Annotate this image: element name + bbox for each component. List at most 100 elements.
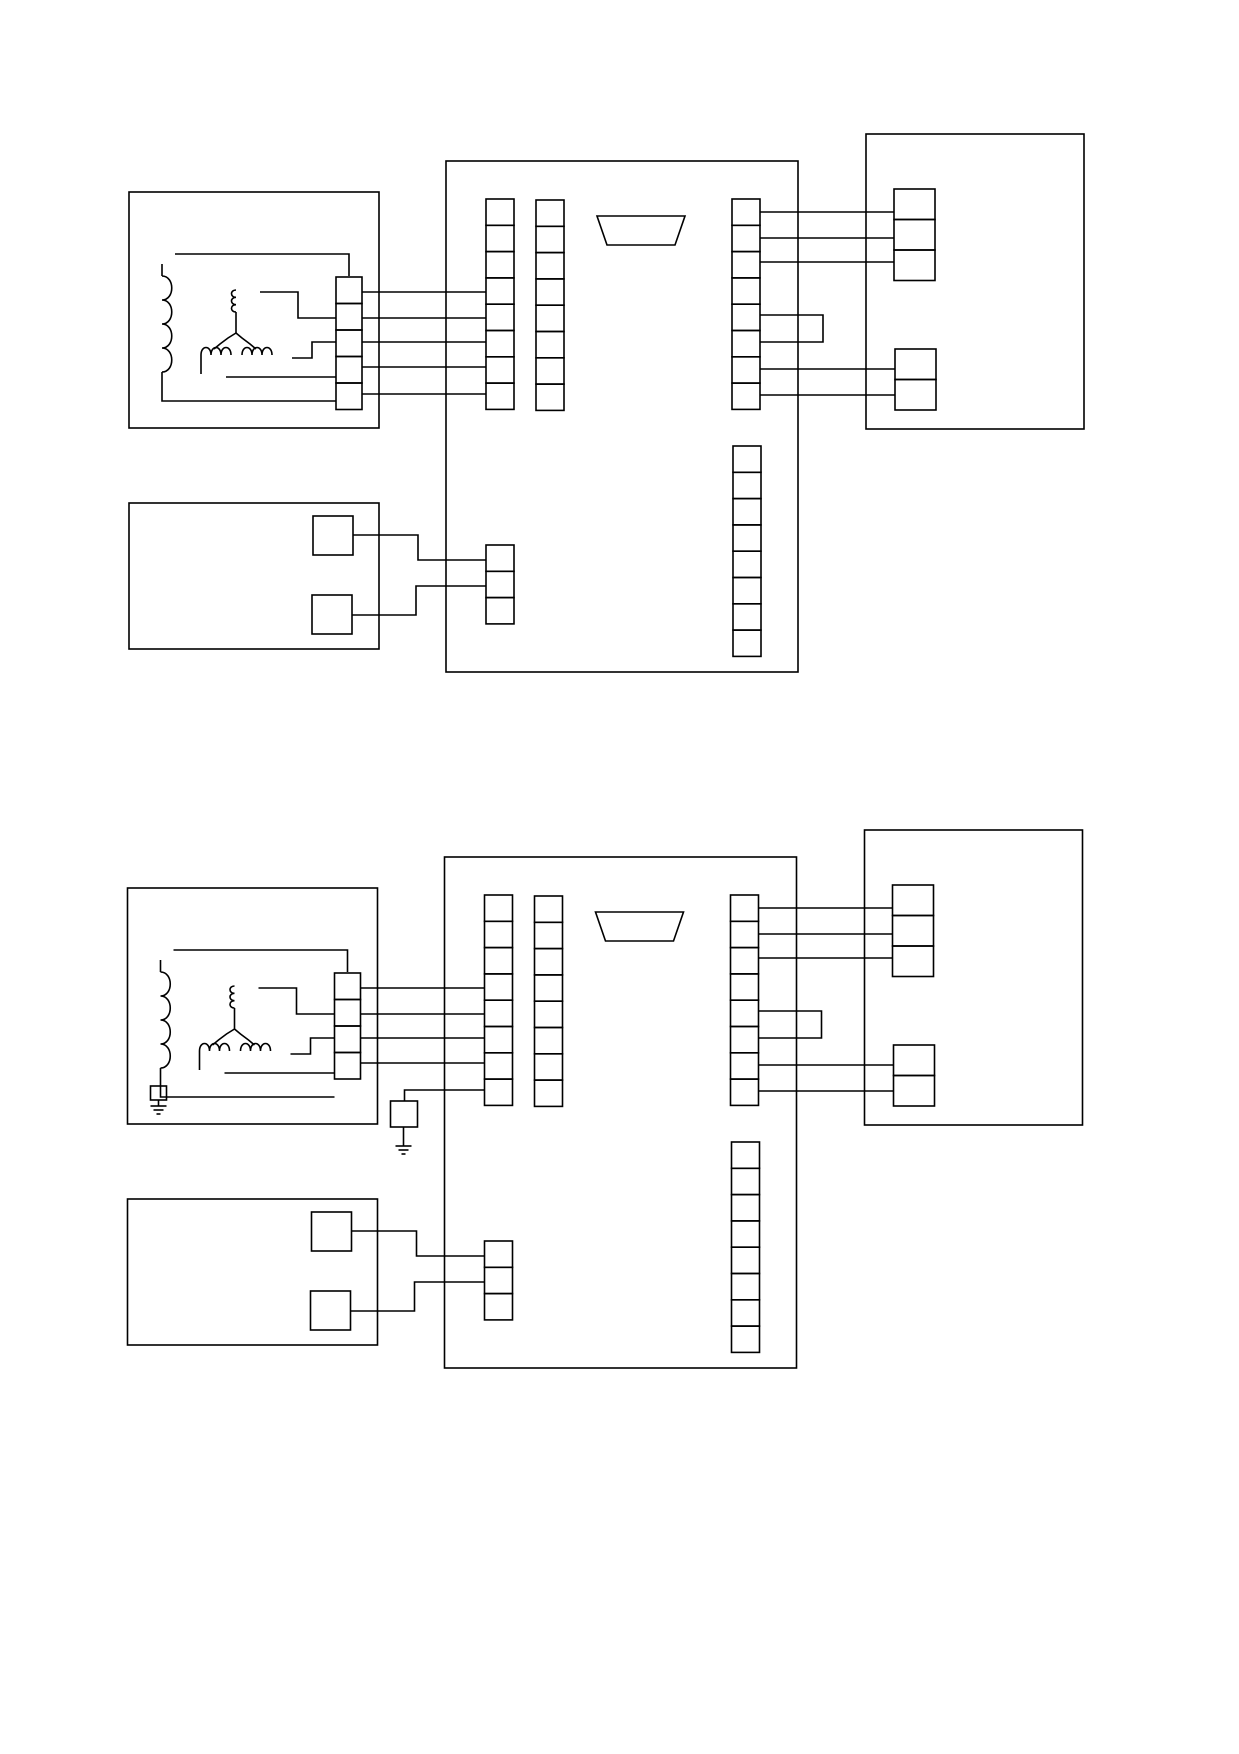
- motor-box: [128, 191, 380, 429]
- terminal-cell: [535, 199, 565, 228]
- motor-terminal-block: [333, 972, 362, 1080]
- terminal-cell: [485, 570, 515, 599]
- terminal-cell: [333, 1051, 362, 1080]
- terminal-cell: [729, 1025, 760, 1054]
- motor-field-coil: [160, 971, 172, 1069]
- terminal-cell: [731, 277, 761, 305]
- terminal-cell: [732, 524, 762, 553]
- motor-wire: [260, 291, 336, 319]
- motor-wire-top: [173, 949, 349, 972]
- terminal-cell: [894, 348, 937, 381]
- motor-wire: [161, 382, 336, 402]
- terminal-cell: [335, 382, 363, 411]
- terminal-cell: [335, 302, 363, 331]
- wiring-diagram-1: [128, 133, 1085, 673]
- terminal-cell: [485, 596, 515, 625]
- terminal-cell: [729, 920, 760, 949]
- terminal-cell: [533, 895, 564, 924]
- terminal-cell: [335, 276, 363, 305]
- terminal-cell: [893, 188, 936, 221]
- motor-star-branch: [233, 1028, 256, 1046]
- io-terminal-block-upper: [891, 884, 935, 978]
- terminal-cell: [732, 445, 762, 474]
- terminal-cell: [483, 1292, 514, 1321]
- io-terminal-block-lower: [894, 348, 937, 411]
- sensor-terminal: [311, 594, 353, 635]
- terminal-cell: [533, 1000, 564, 1029]
- terminal-cell: [731, 198, 761, 227]
- terminal-cell: [483, 973, 514, 1001]
- terminal-cell: [485, 355, 515, 384]
- terminal-cell: [483, 1078, 514, 1107]
- terminal-cell: [730, 1167, 761, 1196]
- terminal-cell: [333, 1025, 362, 1054]
- terminal-cell: [892, 1074, 936, 1107]
- jumper-wire: [760, 314, 824, 343]
- wiring-diagram-2: [126, 829, 1084, 1369]
- terminal-cell: [730, 1325, 761, 1354]
- d-sub-connector: [595, 215, 687, 246]
- controller-terminal-strip-a: [485, 198, 515, 411]
- motor-phase-coil-u: [230, 289, 237, 313]
- controller-box: [443, 856, 798, 1369]
- controller-ground-wire: [403, 1089, 485, 1101]
- motor-wire: [290, 1037, 335, 1055]
- terminal-cell: [483, 1266, 514, 1295]
- terminal-cell: [732, 497, 762, 526]
- sensor-wire: [352, 585, 486, 616]
- terminal-cell: [483, 999, 514, 1028]
- terminal-cell: [894, 378, 937, 411]
- motor-phase-coil-w: [200, 346, 232, 356]
- motor-wire: [159, 1078, 335, 1098]
- terminal-cell: [485, 277, 515, 305]
- terminal-cell: [485, 382, 515, 411]
- motor-phase-coil-v: [239, 1042, 272, 1052]
- terminal-cell: [483, 894, 514, 923]
- terminal-cell: [731, 329, 761, 358]
- io-box: [865, 133, 1085, 430]
- terminal-cell: [483, 946, 514, 975]
- terminal-cell: [535, 304, 565, 333]
- io-box: [863, 829, 1084, 1126]
- terminal-cell: [485, 544, 515, 573]
- terminal-cell: [730, 1298, 761, 1327]
- terminal-cell: [335, 355, 363, 384]
- terminal-cell: [485, 329, 515, 358]
- terminal-cell: [333, 972, 362, 1001]
- terminal-cell: [533, 921, 564, 950]
- io-terminal-block-lower: [892, 1044, 936, 1107]
- terminal-cell: [893, 249, 936, 282]
- terminal-cell: [892, 1044, 936, 1077]
- terminal-cell: [483, 1025, 514, 1054]
- controller-terminal-strip-e: [483, 1240, 514, 1321]
- controller-terminal-strip-c: [729, 894, 760, 1107]
- controller-terminal-strip-d: [730, 1141, 761, 1354]
- terminal-cell: [891, 914, 935, 947]
- sensor-terminal: [312, 515, 354, 556]
- motor-phase-coil-u: [229, 985, 235, 1009]
- sensor-box: [126, 1198, 379, 1346]
- terminal-cell: [335, 329, 363, 358]
- terminal-cell: [533, 947, 564, 976]
- terminal-cell: [891, 884, 935, 917]
- terminal-cell: [483, 1051, 514, 1080]
- motor-star-branch: [211, 1028, 235, 1046]
- terminal-cell: [730, 1246, 761, 1275]
- terminal-cell: [732, 471, 762, 500]
- terminal-cell: [485, 224, 515, 253]
- terminal-cell: [731, 224, 761, 253]
- terminal-cell: [732, 602, 762, 631]
- controller-terminal-strip-c: [731, 198, 761, 411]
- terminal-cell: [535, 278, 565, 306]
- motor-wire-top: [175, 253, 350, 276]
- terminal-cell: [485, 303, 515, 332]
- sensor-box: [128, 502, 380, 650]
- controller-box: [445, 160, 799, 673]
- terminal-cell: [731, 382, 761, 411]
- sensor-wire: [353, 534, 486, 561]
- terminal-cell: [730, 1193, 761, 1222]
- terminal-cell: [533, 1079, 564, 1108]
- terminal-cell: [483, 920, 514, 949]
- terminal-cell: [729, 1051, 760, 1080]
